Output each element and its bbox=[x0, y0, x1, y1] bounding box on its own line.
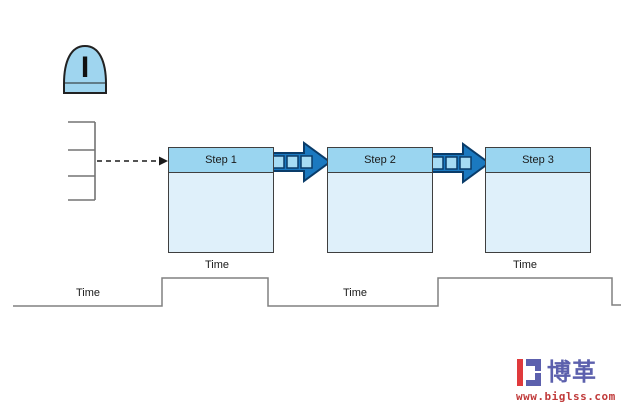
push-arrow-2 bbox=[428, 142, 491, 184]
time-label-wait-2: Time bbox=[342, 287, 368, 299]
biglss-logo-name: 博革 bbox=[547, 359, 597, 386]
process-box-header: Step 3 bbox=[486, 148, 590, 173]
biglss-logo-icon bbox=[517, 359, 541, 386]
push-arrow-1 bbox=[269, 141, 332, 183]
process-box-header: Step 1 bbox=[169, 148, 273, 173]
inventory-label: I bbox=[81, 51, 89, 84]
lead-time-ladder bbox=[13, 277, 621, 307]
biglss-logo-url: www.biglss.com bbox=[516, 390, 616, 403]
process-box-label: Step 3 bbox=[522, 154, 554, 166]
process-box-label: Step 2 bbox=[364, 154, 396, 166]
inventory-icon: I bbox=[63, 44, 107, 94]
process-box-label: Step 1 bbox=[205, 154, 237, 166]
information-flow-arrow bbox=[97, 156, 168, 166]
process-box-header: Step 2 bbox=[328, 148, 432, 173]
process-box-step-2: Step 2 bbox=[327, 147, 433, 253]
time-label-process-1: Time bbox=[204, 259, 230, 271]
process-box-step-3: Step 3 bbox=[485, 147, 591, 253]
biglss-logo: 博革 www.biglss.com bbox=[516, 358, 616, 403]
time-label-process-2: Time bbox=[512, 259, 538, 271]
process-box-step-1: Step 1 bbox=[168, 147, 274, 253]
schedule-comb-icon bbox=[68, 121, 96, 201]
time-label-wait-1: Time bbox=[75, 287, 101, 299]
